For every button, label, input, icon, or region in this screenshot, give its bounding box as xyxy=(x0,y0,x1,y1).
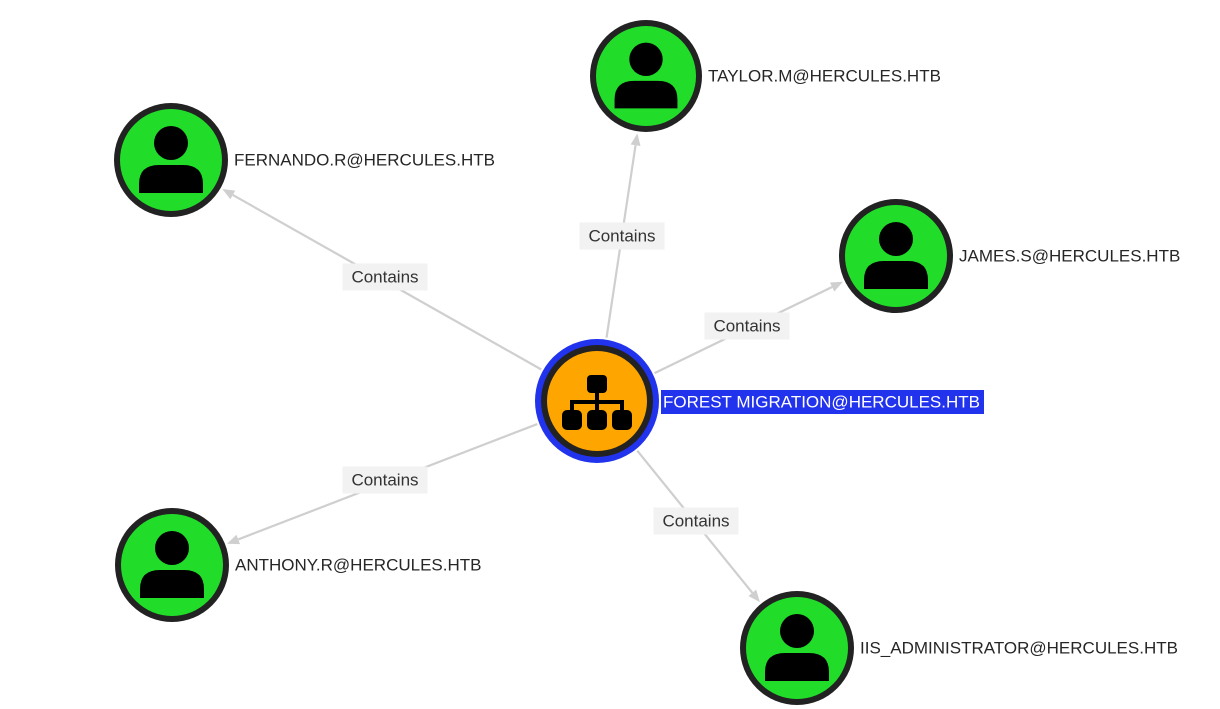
node-label: ANTHONY.R@HERCULES.HTB xyxy=(235,556,481,575)
edge-label[interactable]: Contains xyxy=(579,222,665,250)
edge-label-background xyxy=(342,466,428,494)
edge-label-text: Contains xyxy=(713,317,780,336)
node-label: FOREST MIGRATION@HERCULES.HTB xyxy=(663,393,980,412)
arrowhead-icon xyxy=(829,281,843,292)
node-group-forest-migration[interactable]: FOREST MIGRATION@HERCULES.HTB xyxy=(535,339,984,463)
arrowhead-icon xyxy=(748,589,760,603)
edge-label-text: Contains xyxy=(588,227,655,246)
node-user-iis[interactable]: IIS_ADMINISTRATOR@HERCULES.HTB xyxy=(740,591,1178,705)
edge-label-text: Contains xyxy=(662,512,729,531)
node-body xyxy=(596,26,696,126)
arrowhead-icon xyxy=(630,133,641,146)
edge-label-background xyxy=(653,507,739,535)
node-label: FERNANDO.R@HERCULES.HTB xyxy=(234,151,495,170)
group-hierarchy-icon xyxy=(562,375,632,430)
edge-label-text: Contains xyxy=(351,471,418,490)
nodes-layer: FOREST MIGRATION@HERCULES.HTB TAYLOR.M@HE… xyxy=(114,20,1180,705)
edge-label-background xyxy=(704,312,790,340)
edge-label[interactable]: Contains xyxy=(342,466,428,494)
edge-james[interactable]: Contains xyxy=(654,281,843,375)
arrowhead-icon xyxy=(227,534,241,545)
edge-iis[interactable]: Contains xyxy=(636,450,760,603)
node-user-fernando[interactable]: FERNANDO.R@HERCULES.HTB xyxy=(114,103,495,217)
user-icon xyxy=(140,531,204,598)
edge-label-background xyxy=(342,263,428,291)
user-icon xyxy=(765,614,829,681)
node-label: JAMES.S@HERCULES.HTB xyxy=(959,247,1180,266)
user-icon xyxy=(139,126,203,193)
edge-label-text: Contains xyxy=(351,268,418,287)
edge-label[interactable]: Contains xyxy=(342,263,428,291)
user-icon xyxy=(614,42,678,109)
node-label: TAYLOR.M@HERCULES.HTB xyxy=(708,67,941,86)
node-user-taylor[interactable]: TAYLOR.M@HERCULES.HTB xyxy=(590,20,941,132)
edge-taylor[interactable]: Contains xyxy=(579,133,665,338)
edge-label[interactable]: Contains xyxy=(653,507,739,535)
edge-anthony[interactable]: Contains xyxy=(227,423,538,545)
node-user-james[interactable]: JAMES.S@HERCULES.HTB xyxy=(839,199,1180,313)
edge-fernando[interactable]: Contains xyxy=(222,189,542,371)
edge-label-background xyxy=(579,222,665,250)
label-highlight xyxy=(661,390,984,414)
node-user-anthony[interactable]: ANTHONY.R@HERCULES.HTB xyxy=(115,508,481,622)
user-icon xyxy=(864,222,928,289)
arrowhead-icon xyxy=(222,189,236,200)
node-label: IIS_ADMINISTRATOR@HERCULES.HTB xyxy=(860,639,1178,658)
edge-label[interactable]: Contains xyxy=(704,312,790,340)
